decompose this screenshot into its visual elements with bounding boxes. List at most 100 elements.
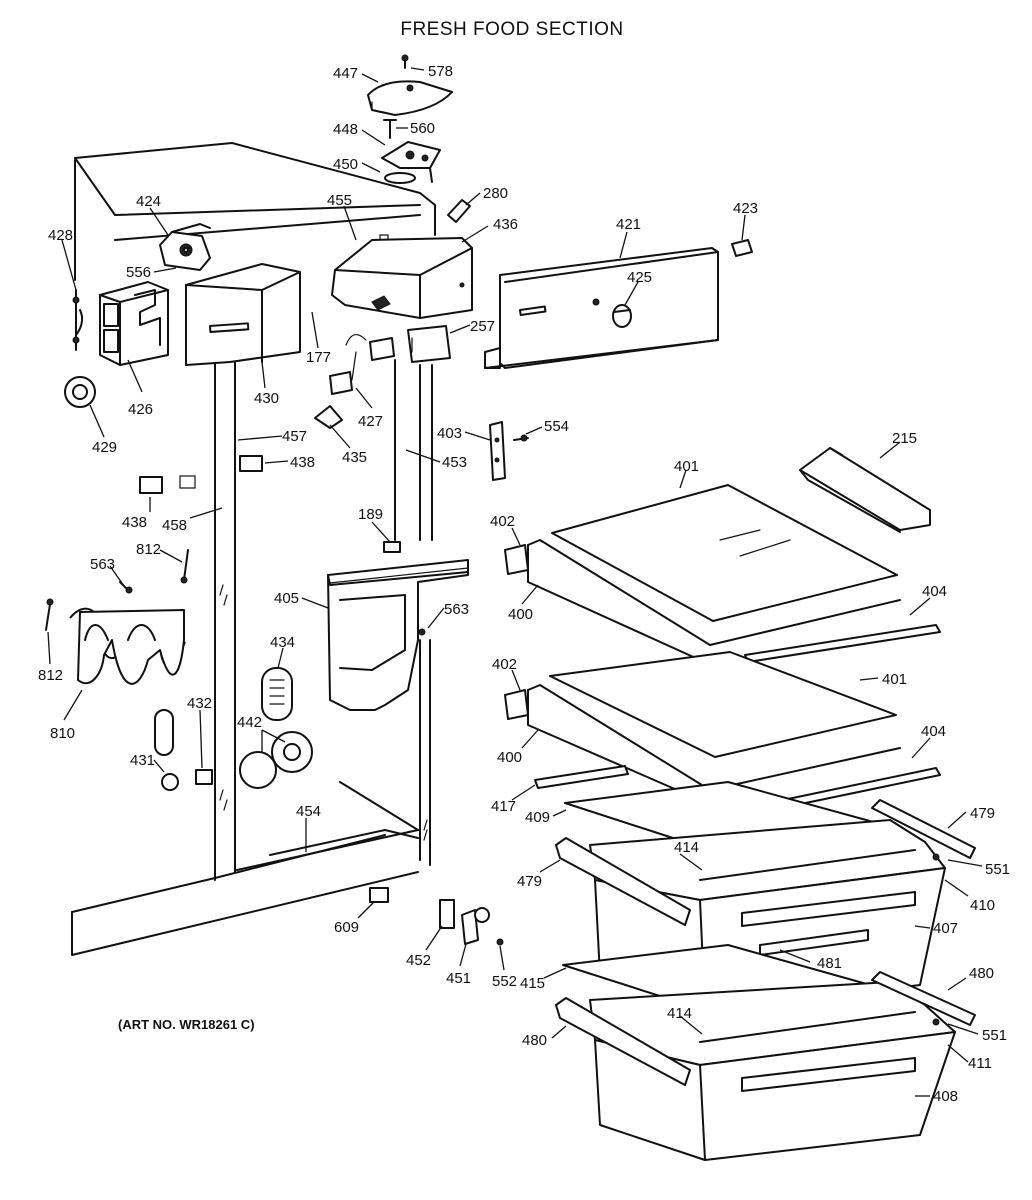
callout-215: 215	[892, 430, 917, 447]
callout-409: 409	[525, 809, 550, 826]
fan-motor-442	[239, 731, 313, 789]
callout-408: 408	[933, 1088, 958, 1105]
callout-402-upper: 402	[490, 513, 515, 530]
control-panel-421	[484, 247, 719, 369]
shelf-glass-401-lower	[549, 651, 897, 758]
washer-450	[384, 172, 416, 184]
callout-189: 189	[358, 506, 383, 523]
callout-812-left: 812	[38, 667, 63, 684]
screw-563-lower	[418, 628, 426, 636]
callout-402-lower: 402	[492, 656, 517, 673]
slide-479-right	[871, 799, 976, 859]
callout-414-upper: 414	[674, 839, 699, 856]
air-duct-405	[327, 559, 469, 711]
clip-438-lower	[139, 476, 163, 494]
callout-563-lower: 563	[444, 601, 469, 618]
crisper-tray-215	[799, 447, 931, 533]
callout-560: 560	[410, 120, 435, 137]
slide-479-left	[555, 837, 691, 926]
callout-400-upper: 400	[508, 606, 533, 623]
callout-257: 257	[470, 318, 495, 335]
callout-455: 455	[327, 192, 352, 209]
bulb-280	[447, 199, 471, 223]
clip-189	[383, 541, 401, 553]
callout-407: 407	[933, 920, 958, 937]
callout-434: 434	[270, 634, 295, 651]
callout-430: 430	[254, 390, 279, 407]
hinge-448	[381, 141, 441, 183]
callout-438-lower: 438	[122, 514, 147, 531]
slide-480-left	[555, 997, 691, 1086]
callout-405: 405	[274, 590, 299, 607]
diagram-title: FRESH FOOD SECTION	[400, 19, 623, 40]
callout-563-upper: 563	[90, 556, 115, 573]
duct-426	[99, 281, 169, 366]
callout-480-left: 480	[522, 1032, 547, 1049]
gasket-434	[261, 667, 293, 721]
callout-551-lower: 551	[982, 1027, 1007, 1044]
callout-429: 429	[92, 439, 117, 456]
callout-481: 481	[817, 955, 842, 972]
callout-423: 423	[733, 200, 758, 217]
light-housing-430	[185, 263, 301, 366]
callout-480-right: 480	[969, 965, 994, 982]
callout-552: 552	[492, 973, 517, 990]
callout-401-upper: 401	[674, 458, 699, 475]
bracket-452	[439, 899, 455, 929]
callout-479-right: 479	[970, 805, 995, 822]
grommet-431	[161, 773, 179, 791]
callout-450: 450	[333, 156, 358, 173]
fan-429	[64, 376, 96, 408]
bracket-402-lower	[504, 689, 529, 720]
callout-453: 453	[442, 454, 467, 471]
callout-454: 454	[296, 803, 321, 820]
callout-411: 411	[968, 1055, 992, 1072]
heater-810	[69, 607, 186, 685]
art-number: (ART NO. WR18261 C)	[118, 1017, 255, 1032]
callout-410: 410	[970, 897, 995, 914]
callout-401-lower: 401	[882, 671, 907, 688]
callout-448: 448	[333, 121, 358, 138]
knob-425	[612, 304, 632, 328]
slide-480-right	[871, 971, 976, 1026]
bulb-423	[731, 239, 753, 257]
callout-415: 415	[520, 975, 545, 992]
foot-609	[369, 887, 389, 903]
screw-552	[496, 938, 504, 946]
shelf-glass-401-upper	[551, 484, 898, 622]
callout-458: 458	[162, 517, 187, 534]
plug-458	[179, 475, 196, 489]
screw-560	[383, 119, 397, 139]
screw-551-lower	[932, 1018, 940, 1026]
callout-400-lower: 400	[497, 749, 522, 766]
hinge-451	[461, 907, 490, 945]
callout-404-upper: 404	[922, 583, 947, 600]
thermostat-424	[159, 223, 211, 271]
callout-280: 280	[483, 185, 508, 202]
wire-812-left	[45, 598, 54, 631]
callout-414-lower: 414	[667, 1005, 692, 1022]
callout-424: 424	[136, 193, 161, 210]
callout-556: 556	[126, 264, 151, 281]
callout-403: 403	[437, 425, 462, 442]
callout-435: 435	[342, 449, 367, 466]
callout-457: 457	[282, 428, 307, 445]
wire-812-top	[180, 549, 189, 584]
cabinet-shell	[71, 142, 436, 956]
callout-404-lower: 404	[921, 723, 946, 740]
screw-578	[401, 54, 409, 69]
drawer-410	[589, 819, 946, 1011]
bracket-402-upper	[504, 544, 529, 575]
callout-labels: 447 578 448 560 450 280 424 455 436 421 …	[38, 63, 1010, 1105]
callout-431: 431	[130, 752, 155, 769]
callout-427: 427	[358, 413, 383, 430]
relay-257	[407, 325, 451, 363]
callout-451: 451	[446, 970, 471, 987]
callout-551-upper: 551	[985, 861, 1010, 878]
rail-417	[534, 765, 629, 789]
leader-lines	[47, 67, 983, 1097]
control-housing-436	[331, 234, 473, 319]
screw-554	[513, 434, 529, 442]
callout-812-top: 812	[136, 541, 161, 558]
